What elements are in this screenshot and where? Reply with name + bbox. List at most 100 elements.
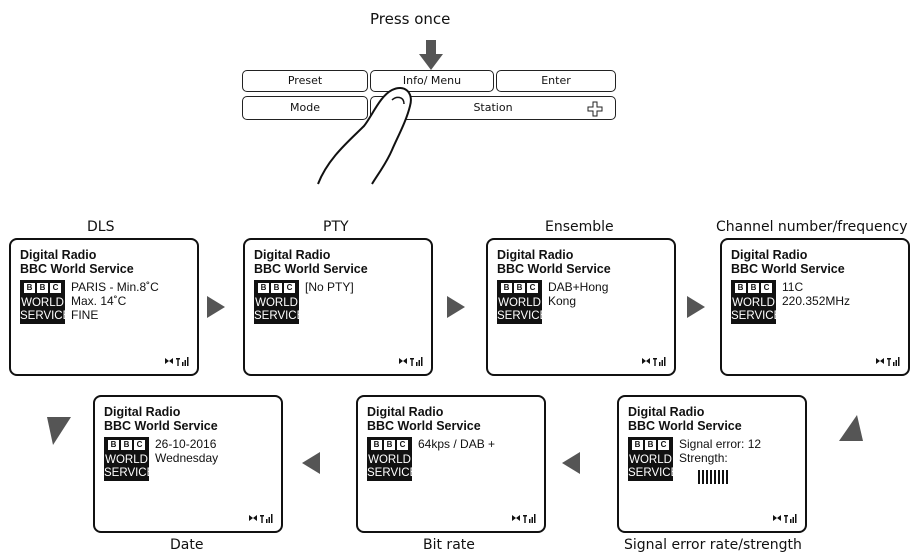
arrow-left-icon xyxy=(562,452,580,474)
preset-label: Preset xyxy=(287,74,323,87)
logo-word: SERVICE xyxy=(731,310,782,322)
caption-dls: DLS xyxy=(87,219,115,235)
caption-signal: Signal error rate/strength xyxy=(624,537,802,553)
screen-station: BBC World Service xyxy=(367,419,481,433)
info-line: DAB+Hong xyxy=(548,280,609,294)
screen-station: BBC World Service xyxy=(104,419,218,433)
logo-word: SERVICE xyxy=(254,310,305,322)
enter-button[interactable]: Enter xyxy=(496,70,616,92)
arrow-right-icon xyxy=(207,296,225,318)
strength-bars-icon xyxy=(698,470,728,484)
logo-word: SERVICE xyxy=(628,467,679,479)
logo-letter: C xyxy=(527,283,538,293)
logo-word: WORLD xyxy=(498,297,541,309)
screen-title: Digital Radio xyxy=(628,405,705,419)
screen-info: 64kps / DAB + xyxy=(418,437,495,451)
signal-icon xyxy=(512,514,536,523)
logo-letter: B xyxy=(371,440,382,450)
signal-icon xyxy=(876,357,900,366)
logo-letter: C xyxy=(134,440,145,450)
logo-word: SERVICE xyxy=(20,310,71,322)
down-arrow-icon xyxy=(419,40,443,70)
logo-letter: B xyxy=(384,440,395,450)
screen-title: Digital Radio xyxy=(254,248,331,262)
logo-word: SERVICE xyxy=(367,467,418,479)
screen-station: BBC World Service xyxy=(628,419,742,433)
logo-letter: B xyxy=(735,283,746,293)
logo-letter: B xyxy=(258,283,269,293)
logo-word: SERVICE xyxy=(497,310,548,322)
finger-icon xyxy=(317,87,412,185)
info-line: FINE xyxy=(71,308,99,322)
logo-letter: B xyxy=(632,440,643,450)
arrow-left-icon xyxy=(302,452,320,474)
logo-letter: B xyxy=(645,440,656,450)
caption-channel: Channel number/frequency xyxy=(716,219,908,235)
screen-station: BBC World Service xyxy=(731,262,845,276)
screen-info: Signal error: 12 Strength: xyxy=(679,437,761,465)
screen-station: BBC World Service xyxy=(497,262,611,276)
logo-letter: C xyxy=(658,440,669,450)
info-line: Kong xyxy=(548,294,577,308)
signal-icon xyxy=(773,514,797,523)
caption-bitrate: Bit rate xyxy=(423,537,475,553)
screen-info: 11C 220.352MHz xyxy=(782,280,850,308)
logo-letter: C xyxy=(284,283,295,293)
arrow-up-left-icon xyxy=(47,417,71,445)
info-line: [No PTY] xyxy=(305,280,354,294)
screen-info: 26-10-2016 Wednesday xyxy=(155,437,218,465)
logo-letter: B xyxy=(108,440,119,450)
arrow-down-right-icon xyxy=(839,415,863,441)
mode-label: Mode xyxy=(290,101,320,114)
info-line: Wednesday xyxy=(155,451,219,465)
signal-icon xyxy=(165,357,189,366)
mode-button[interactable]: Mode xyxy=(242,96,368,120)
screen-station: BBC World Service xyxy=(254,262,368,276)
screen-title: Digital Radio xyxy=(731,248,808,262)
info-line: 26-10-2016 xyxy=(155,437,217,451)
screen-title: Digital Radio xyxy=(104,405,181,419)
plus-icon xyxy=(587,101,603,117)
caption-date: Date xyxy=(170,537,204,553)
info-menu-button[interactable]: Info/ Menu xyxy=(370,70,494,92)
info-line: 11C xyxy=(782,280,804,294)
press-once-caption: Press once xyxy=(370,10,451,28)
caption-pty: PTY xyxy=(323,219,349,235)
info-line: Signal error: 12 xyxy=(679,437,762,451)
logo-letter: B xyxy=(37,283,48,293)
signal-icon xyxy=(642,357,666,366)
logo-word: WORLD xyxy=(255,297,298,309)
logo-letter: B xyxy=(121,440,132,450)
screen-info: DAB+Hong Kong xyxy=(548,280,608,308)
logo-word: WORLD xyxy=(732,297,775,309)
logo-letter: C xyxy=(50,283,61,293)
info-line: 220.352MHz xyxy=(782,294,851,308)
logo-letter: B xyxy=(748,283,759,293)
logo-word: WORLD xyxy=(368,454,411,466)
info-line: PARIS - Min.8˚C xyxy=(71,280,159,294)
screen-info: [No PTY] xyxy=(305,280,354,294)
logo-word: WORLD xyxy=(105,454,148,466)
logo-word: WORLD xyxy=(21,297,64,309)
preset-button[interactable]: Preset xyxy=(242,70,368,92)
screen-info: PARIS - Min.8˚C Max. 14˚C FINE xyxy=(71,280,159,322)
logo-letter: C xyxy=(761,283,772,293)
screen-title: Digital Radio xyxy=(497,248,574,262)
logo-word: WORLD xyxy=(629,454,672,466)
logo-word: SERVICE xyxy=(104,467,155,479)
caption-ensemble: Ensemble xyxy=(545,219,614,235)
signal-icon xyxy=(249,514,273,523)
logo-letter: B xyxy=(501,283,512,293)
logo-letter: B xyxy=(24,283,35,293)
